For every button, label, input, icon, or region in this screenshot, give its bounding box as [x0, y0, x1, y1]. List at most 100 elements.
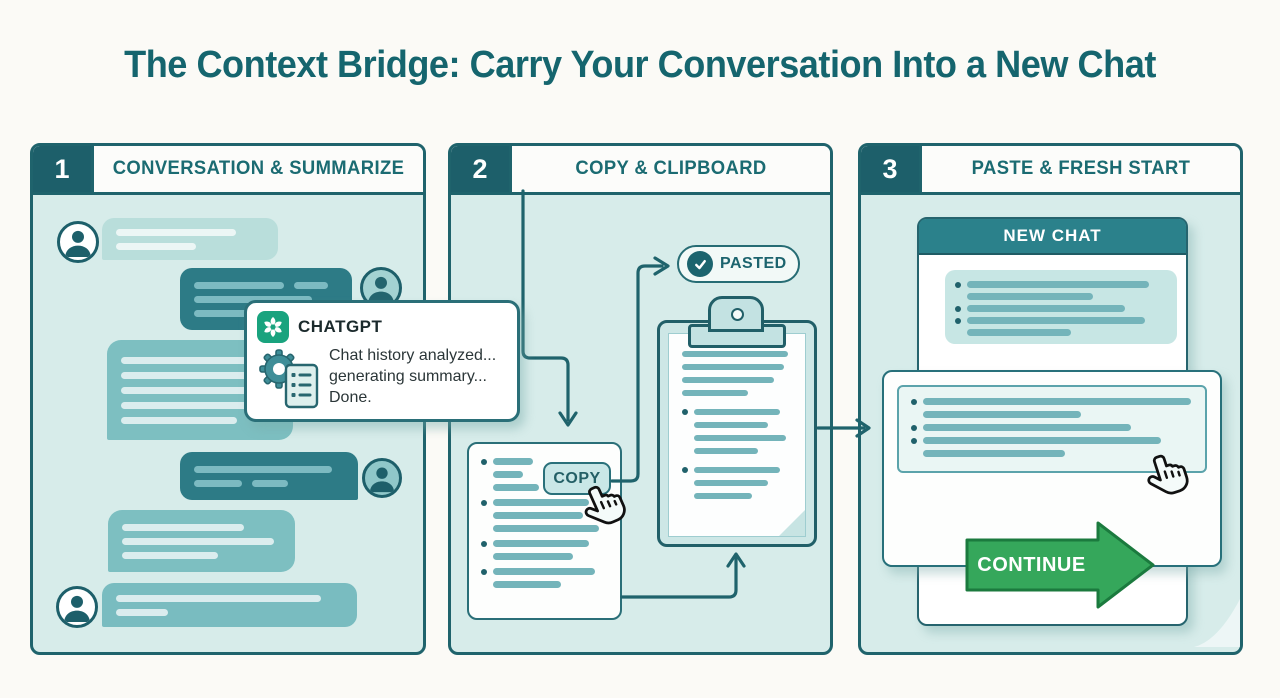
chat-bubble-user-1	[102, 218, 278, 260]
panel3-header: 3 PASTE & FRESH START	[861, 146, 1240, 195]
text-line-placeholder	[116, 594, 321, 602]
step-number-badge-1: 1	[33, 146, 94, 192]
step-number-badge-2: 2	[451, 146, 512, 192]
text-line-placeholder	[694, 408, 780, 415]
text-line-placeholder	[493, 568, 595, 575]
text-line-placeholder	[682, 389, 748, 396]
bullet-dot	[955, 317, 961, 324]
list-item	[911, 450, 1205, 457]
list-item	[682, 421, 805, 428]
bullet-dot	[682, 466, 688, 473]
list-item	[682, 389, 805, 396]
text-line-placeholder	[194, 281, 284, 289]
chatgpt-status-popup: CHATGPT	[244, 300, 520, 422]
pasted-summary-bubble	[945, 270, 1177, 344]
text-line-placeholder	[122, 523, 244, 531]
text-line-placeholder	[121, 386, 267, 394]
list-item	[682, 466, 805, 473]
text-line-placeholder	[923, 411, 1081, 418]
list-item	[481, 512, 620, 519]
text-line-placeholder	[493, 458, 533, 465]
list-item	[481, 540, 620, 547]
panel-paste-fresh-start: 3 PASTE & FRESH START NEW CHAT	[858, 143, 1243, 655]
cursor-hand-icon	[572, 472, 643, 545]
user-avatar-icon	[57, 221, 99, 263]
chat-bubble-user-3	[108, 510, 295, 572]
list-item	[911, 437, 1205, 444]
list-item	[481, 553, 620, 560]
cursor-hand-icon	[1136, 443, 1203, 513]
bullet-dot	[481, 499, 487, 506]
text-line-placeholder	[967, 293, 1093, 300]
text-line-placeholder	[194, 465, 332, 473]
page-fold-corner	[779, 510, 805, 536]
text-line-placeholder	[694, 421, 768, 428]
bullet-dot	[481, 458, 487, 465]
clip-hole	[731, 308, 744, 321]
text-line-placeholder	[923, 424, 1131, 431]
bullet-dot	[911, 398, 917, 405]
pasted-badge-label: PASTED	[720, 255, 787, 272]
list-item	[682, 363, 805, 370]
text-line-placeholder	[967, 281, 1149, 288]
text-line-placeholder	[116, 228, 236, 236]
text-line-placeholder	[294, 281, 328, 289]
page-curl-decoration	[1188, 595, 1240, 652]
bullet-dot	[911, 424, 917, 431]
bullet-dot	[911, 437, 917, 444]
clipboard-page	[668, 333, 806, 537]
text-line-placeholder	[194, 295, 312, 303]
popup-header: CHATGPT	[257, 311, 507, 343]
text-line-placeholder	[682, 363, 784, 370]
openai-logo-icon	[257, 311, 289, 343]
text-line-placeholder	[493, 553, 573, 560]
bullet-dot	[682, 408, 688, 415]
chat-bubble-assistant-2	[180, 452, 358, 500]
text-line-placeholder	[122, 537, 274, 545]
bullet-dot	[481, 568, 487, 575]
text-line-placeholder	[682, 350, 788, 357]
text-line-placeholder	[493, 512, 583, 519]
page-title: The Context Bridge: Carry Your Conversat…	[124, 44, 1156, 86]
list-item	[481, 484, 620, 491]
list-item	[682, 350, 805, 357]
chat-bubble-user-4	[102, 583, 357, 627]
list-item	[911, 411, 1205, 418]
list-item	[481, 458, 620, 465]
list-item	[481, 568, 620, 575]
popup-app-name: CHATGPT	[298, 317, 383, 336]
text-line-placeholder	[694, 434, 786, 441]
list-item	[955, 305, 1177, 312]
continue-button-label: CONTINUE	[977, 553, 1086, 576]
new-chat-mockup: NEW CHAT	[861, 192, 1240, 652]
panel1-header: 1 CONVERSATION & SUMMARIZE	[33, 146, 423, 195]
bullet-dot	[955, 281, 961, 288]
list-item	[481, 525, 620, 532]
list-item	[955, 281, 1177, 288]
panel2-title: COPY & CLIPBOARD	[575, 158, 767, 179]
text-line-placeholder	[121, 371, 283, 379]
user-avatar-icon	[56, 586, 98, 628]
popup-status-line-2: generating summary...	[329, 368, 487, 385]
bullet-dot	[955, 305, 961, 312]
gear-document-icon	[257, 345, 321, 416]
text-line-placeholder	[694, 466, 780, 473]
panel1-title: CONVERSATION & SUMMARIZE	[112, 158, 405, 179]
text-line-placeholder	[923, 437, 1161, 444]
text-line-placeholder	[194, 479, 242, 487]
panel3-title: PASTE & FRESH START	[971, 158, 1191, 179]
list-item	[955, 329, 1177, 336]
continue-button[interactable]: CONTINUE	[965, 520, 1157, 610]
list-item	[682, 434, 805, 441]
popup-status-line-1: Chat history analyzed...	[329, 347, 497, 364]
text-line-placeholder	[252, 479, 288, 487]
step-number-badge-3: 3	[861, 146, 922, 192]
text-line-placeholder	[694, 447, 758, 454]
text-line-placeholder	[194, 309, 276, 317]
clipboard-clip	[708, 296, 764, 332]
text-line-placeholder	[967, 317, 1145, 324]
text-line-placeholder	[121, 356, 273, 364]
list-item	[682, 408, 805, 415]
text-line-placeholder	[967, 329, 1071, 336]
